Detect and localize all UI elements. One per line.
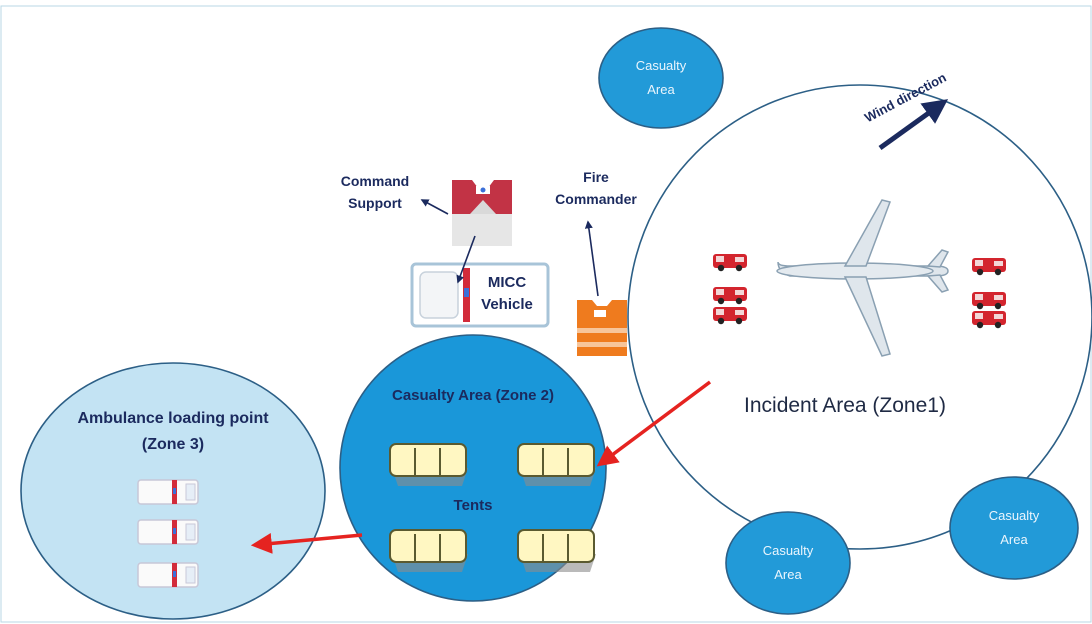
micc-line2: Vehicle (481, 296, 533, 313)
micc-vehicle-icon (410, 262, 550, 328)
command-support-line2: Support (348, 195, 402, 211)
casualty-area-top (598, 27, 724, 129)
ambulance-icon (137, 479, 199, 505)
vest-icon (452, 180, 512, 246)
tent-icon (389, 529, 469, 573)
tent-icon (517, 443, 597, 487)
vest-icon (577, 300, 627, 356)
arrow-to-micc-vehicle (456, 235, 476, 284)
micc-line1: MICC (487, 274, 527, 291)
zone3-line2: (Zone 3) (141, 436, 205, 453)
casualty-area-label: Casualty Area (621, 54, 701, 102)
fire-commander-line2: Commander (555, 191, 637, 207)
casualty-area-label: Casualty Area (974, 504, 1054, 552)
tent-icon (389, 443, 469, 487)
wind-direction-arrow (878, 99, 949, 151)
casualty-area-line1: Casualty (988, 508, 1040, 523)
zone3-label: Ambulance loading point (Zone 3) (48, 406, 298, 458)
tent-icon (517, 529, 597, 573)
casualty-area-line1: Casualty (635, 58, 687, 73)
arrow-zone1-to-zone2 (596, 380, 712, 467)
micc-vehicle-label: MICC Vehicle (472, 272, 542, 316)
fire-commander-label: Fire Commander (548, 166, 644, 210)
casualty-area-line2: Area (647, 82, 675, 97)
command-support-label: Command Support (320, 170, 430, 214)
casualty-area-bottom (725, 511, 851, 615)
airplane-icon (776, 199, 950, 357)
ambulance-icon (137, 519, 199, 545)
casualty-area-line2: Area (1000, 532, 1028, 547)
casualty-area-label: Casualty Area (748, 539, 828, 587)
zone1-label: Incident Area (Zone1) (744, 394, 946, 417)
command-support-line1: Command (340, 173, 410, 189)
zone3-line1: Ambulance loading point (77, 410, 269, 427)
zone1-circle (627, 84, 1092, 550)
fire-commander-line1: Fire (583, 169, 609, 185)
arrow-to-fire-commander (584, 220, 599, 297)
casualty-area-line1: Casualty (762, 543, 814, 558)
arrow-to-command-support (420, 199, 449, 215)
ambulance-icon (137, 562, 199, 588)
arrow-zone2-to-zone3 (250, 532, 363, 554)
zone2-tents-label: Tents (453, 497, 493, 514)
casualty-area-line2: Area (774, 567, 802, 582)
zone2-label: Casualty Area (Zone 2) (392, 387, 554, 404)
casualty-area-right (949, 476, 1079, 580)
